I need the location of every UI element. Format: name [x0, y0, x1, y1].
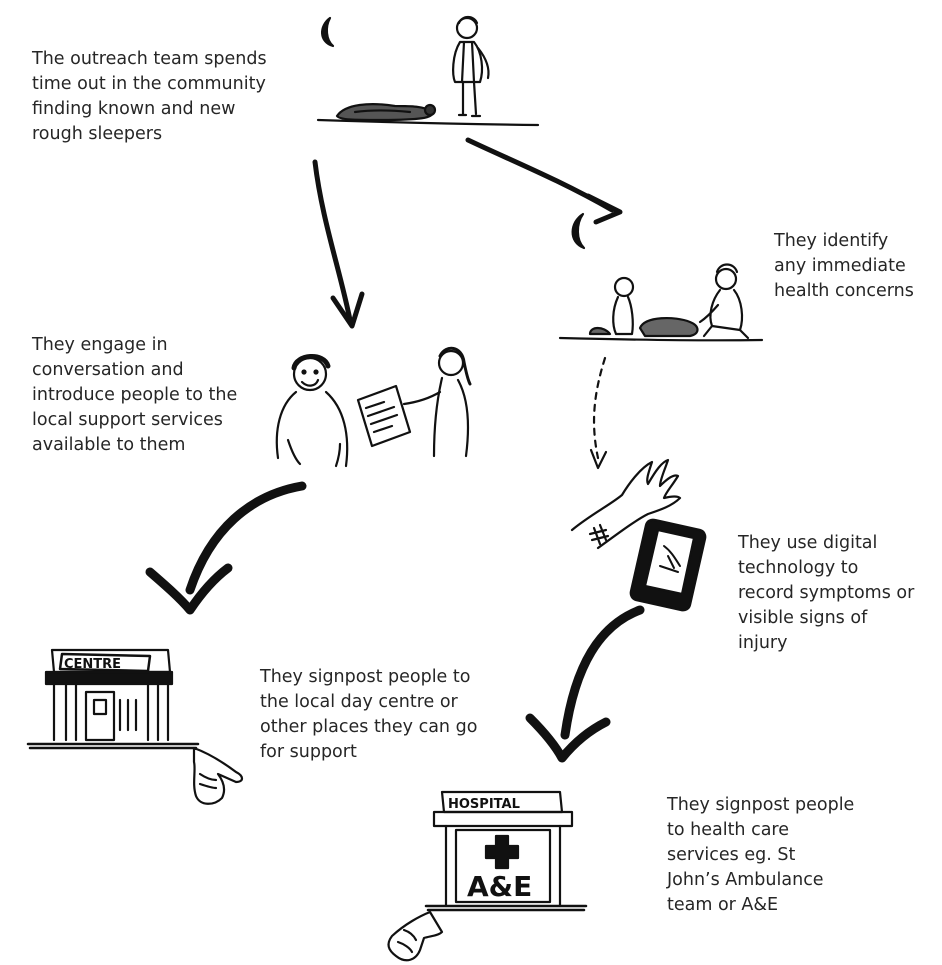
- step-2-text: They identify any immediate health conce…: [774, 229, 914, 304]
- ae-sign-label: A&E: [467, 870, 532, 903]
- step-4-line: technology to: [738, 558, 859, 578]
- step-4-text: They use digital technology to record sy…: [738, 531, 914, 656]
- flow-arrow-icon: [465, 137, 623, 225]
- step-5-line: other places they can go: [260, 717, 478, 737]
- step-1-line: finding known and new: [32, 99, 236, 119]
- step-3-line: local support services: [32, 410, 223, 430]
- scene-outreach: [316, 15, 540, 127]
- step-6-line: team or A&E: [667, 895, 779, 915]
- step-3-line: introduce people to the: [32, 385, 238, 405]
- health-check-figures-icon: [588, 263, 750, 340]
- step-1-line: time out in the community: [32, 74, 266, 94]
- step-5-text: They signpost people to the local day ce…: [260, 665, 477, 765]
- scene-health-check: [558, 212, 764, 342]
- dashed-arrow-head: [589, 448, 608, 470]
- step-3-line: available to them: [32, 435, 186, 455]
- step-1-line: The outreach team spends: [32, 49, 267, 69]
- step-6-line: to health care: [667, 820, 790, 840]
- day-centre-building-icon: CENTRE: [26, 648, 200, 750]
- step-6-text: They signpost people to health care serv…: [667, 793, 854, 918]
- step-6-line: They signpost people: [667, 795, 855, 815]
- injured-arm-icon: [570, 458, 682, 550]
- step-5-line: the local day centre or: [260, 692, 458, 712]
- smartphone-icon: [629, 518, 707, 612]
- hospital-sign-label: HOSPITAL: [448, 797, 520, 812]
- ground-line: [316, 118, 540, 127]
- flow-arrow-icon: [525, 605, 645, 763]
- pointing-hand-icon: [387, 910, 444, 962]
- moon-icon: [321, 16, 335, 48]
- conversation-figures-icon: [275, 346, 472, 468]
- step-4-line: injury: [738, 633, 788, 653]
- step-4-line: They use digital: [738, 533, 878, 553]
- step-6-line: services eg. St: [667, 845, 796, 865]
- outreach-worker-icon: [452, 15, 490, 118]
- flow-arrow-icon: [145, 481, 307, 615]
- step-3-line: conversation and: [32, 360, 184, 380]
- step-5-line: for support: [260, 742, 357, 762]
- flow-arrow-icon: [312, 159, 365, 329]
- pointing-hand-icon: [192, 746, 244, 805]
- centre-sign-label: CENTRE: [64, 657, 121, 672]
- step-2-line: any immediate: [774, 256, 906, 276]
- moon-icon: [571, 212, 586, 250]
- step-3-text: They engage in conversation and introduc…: [32, 333, 237, 458]
- hospital-building-icon: HOSPITAL A&E: [424, 790, 588, 912]
- step-1-text: The outreach team spends time out in the…: [32, 47, 267, 147]
- step-2-line: They identify: [774, 231, 889, 251]
- clipboard-icon: [356, 384, 412, 448]
- step-5-line: They signpost people to: [260, 667, 471, 687]
- step-1-line: rough sleepers: [32, 124, 163, 144]
- step-6-line: John’s Ambulance: [667, 870, 824, 890]
- step-2-line: health concerns: [774, 281, 914, 301]
- ground-line: [558, 336, 764, 342]
- dashed-arrow: [592, 356, 607, 460]
- rough-sleeper-icon: [335, 103, 437, 122]
- step-3-line: They engage in: [32, 335, 168, 355]
- step-4-line: record symptoms or: [738, 583, 915, 603]
- step-4-line: visible signs of: [738, 608, 868, 628]
